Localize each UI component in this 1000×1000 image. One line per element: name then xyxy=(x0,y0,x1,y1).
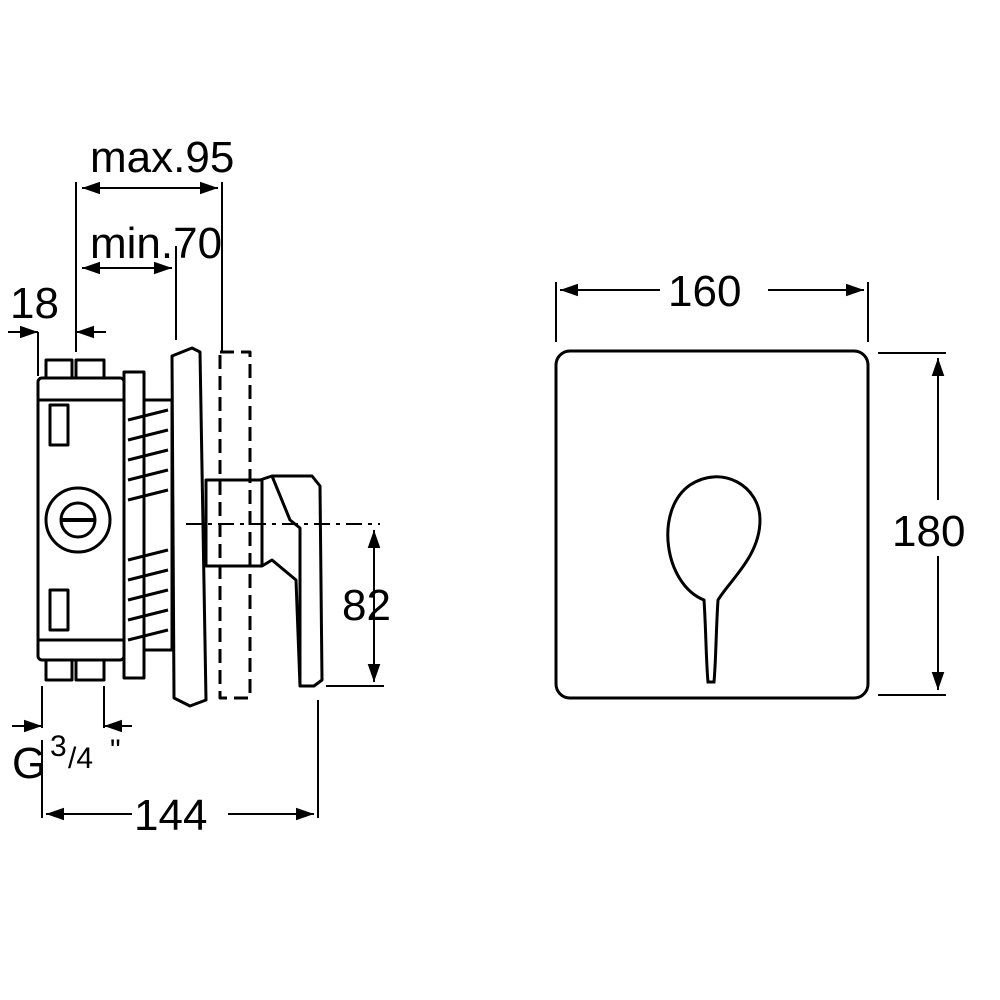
dim-max-depth: max.95 xyxy=(90,133,234,182)
connection-main: G xyxy=(12,739,46,788)
front-view xyxy=(554,349,870,700)
valve-body xyxy=(122,370,174,680)
wall-plate xyxy=(170,346,208,708)
dim-height-180: 180 xyxy=(892,507,965,556)
lever-handle xyxy=(204,474,324,688)
dim-min-depth: min.70 xyxy=(90,219,222,268)
dim-total-depth: 144 xyxy=(134,791,207,840)
dim-connection: G 3 /4 " xyxy=(12,730,121,788)
dim-width-160: 160 xyxy=(668,267,741,316)
front-plate xyxy=(554,349,870,700)
side-dimensions xyxy=(8,181,384,821)
front-dimensions xyxy=(555,282,946,696)
dim-offset: 18 xyxy=(10,279,59,328)
connection-frac-num: 3 xyxy=(50,730,67,763)
connection-quote: " xyxy=(110,734,121,767)
side-view xyxy=(36,346,324,708)
mounting-box xyxy=(36,358,126,682)
connection-frac-den: /4 xyxy=(68,742,93,775)
front-lever xyxy=(666,475,762,684)
dim-height-82: 82 xyxy=(342,581,391,630)
